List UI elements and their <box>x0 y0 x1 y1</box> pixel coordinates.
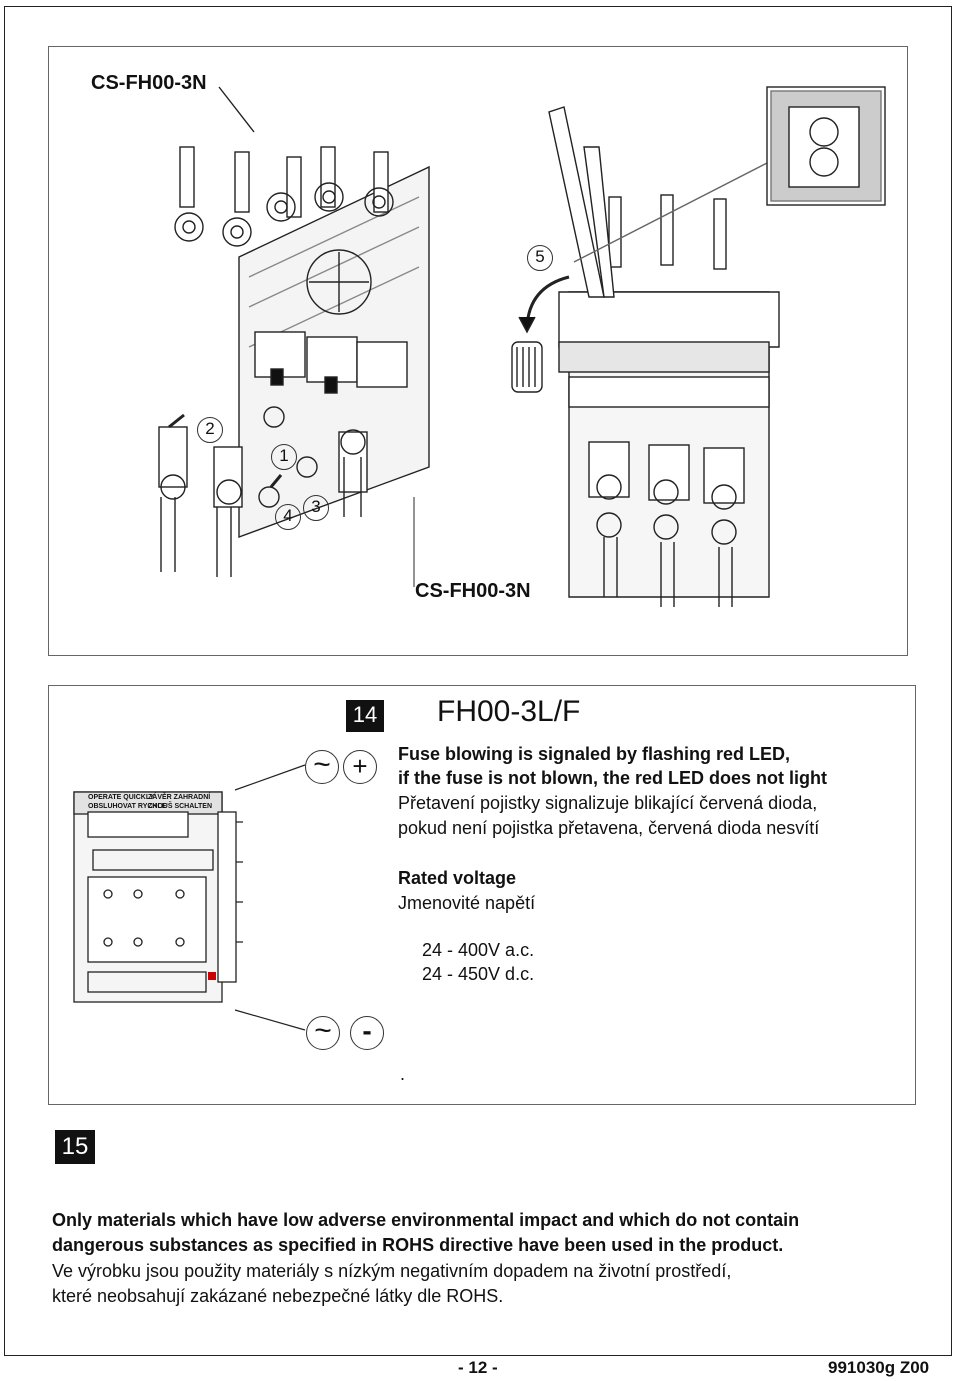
step-number-5: 5 <box>527 245 553 271</box>
step-number-3: 3 <box>303 495 329 521</box>
rohs-en-line-2: dangerous substances as specified in ROH… <box>52 1235 784 1255</box>
plus-symbol: + <box>343 750 377 784</box>
rated-voltage-cz: Jmenovité napětí <box>398 893 536 913</box>
device-illustration <box>73 791 243 1003</box>
symbol-pointers <box>234 764 306 1031</box>
ac-symbol-bottom: ~ <box>306 1016 340 1050</box>
section-14-title: FH00-3L/F <box>437 695 581 728</box>
document-code: 991030g Z00 <box>828 1358 930 1377</box>
page-number: - 12 - <box>458 1358 498 1377</box>
minus-symbol: - <box>350 1016 384 1050</box>
rohs-cz-line-2: které neobsahují zakázané nebezpečné lát… <box>52 1286 504 1306</box>
device-text-1: OPERATE QUICKLY <box>88 794 155 801</box>
device-text-2: ZÁVĚR ZAHRADNÍ <box>148 794 211 801</box>
page-frame <box>4 6 952 1356</box>
device-text-4: ZKOUŠ SCHALTEN <box>148 803 213 810</box>
led-en-line-2: if the fuse is not blown, the red LED do… <box>398 768 827 788</box>
step-number-1: 1 <box>271 444 297 470</box>
assembly-illustration <box>158 86 886 607</box>
step-number-2: 2 <box>197 417 223 443</box>
section-15-number: 15 <box>55 1130 95 1164</box>
rohs-cz-line-1: Ve výrobku jsou použity materiály s nízk… <box>52 1261 732 1281</box>
device-text-3: OBSLUHOVAT RYCHLE <box>88 803 167 810</box>
section-14-panel <box>48 685 916 1105</box>
figure-panel: CS-FH00-3N CS-FH00-3N 2 1 3 4 5 <box>48 46 908 656</box>
trailing-dot: . <box>400 1064 406 1084</box>
ac-symbol-top: ~ <box>305 750 339 784</box>
step-number-4: 4 <box>275 504 301 530</box>
rated-voltage-en: Rated voltage <box>398 868 517 888</box>
figure-label-bottom: CS-FH00-3N <box>415 580 531 602</box>
led-cz-line-1: Přetavení pojistky signalizuje blikající… <box>398 793 818 813</box>
section-14-number: 14 <box>346 700 384 732</box>
led-cz-line-2: pokud není pojistka přetavena, červená d… <box>398 818 820 838</box>
rohs-en-line-1: Only materials which have low adverse en… <box>52 1210 800 1230</box>
led-en-line-1: Fuse blowing is signaled by flashing red… <box>398 744 791 764</box>
voltage-ac: 24 - 400V a.c. <box>422 940 535 960</box>
voltage-dc: 24 - 450V d.c. <box>422 964 535 984</box>
figure-label-top: CS-FH00-3N <box>91 72 207 94</box>
